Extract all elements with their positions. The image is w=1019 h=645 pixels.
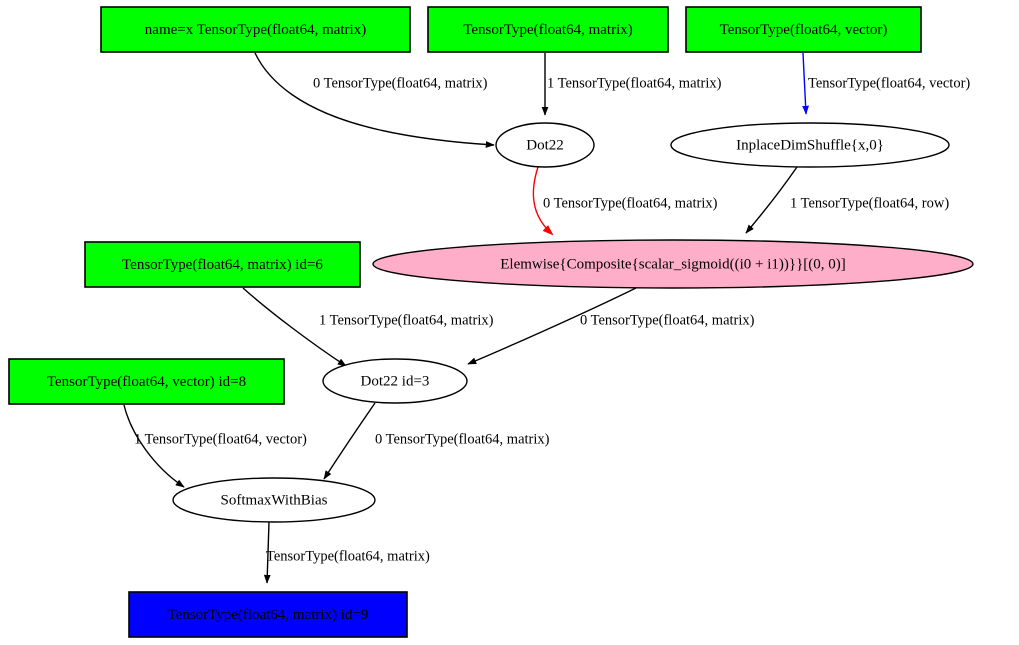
node-label: Elemwise{Composite{scalar_sigmoid((i0 + … xyxy=(500,256,846,272)
node-input-x[interactable]: name=x TensorType(float64, matrix) xyxy=(100,6,411,53)
edge-dot22-to-elemwise: 0 TensorType(float64, matrix) xyxy=(532,166,718,236)
node-label: SoftmaxWithBias xyxy=(221,492,328,508)
node-op-dot22-mid[interactable]: Dot22 id=3 xyxy=(322,358,468,404)
edge-label: TensorType(float64, matrix) xyxy=(266,548,430,564)
edge-softmax-to-output: TensorType(float64, matrix) xyxy=(263,521,430,584)
node-label: InplaceDimShuffle{x,0} xyxy=(736,137,884,153)
edge-label: 1 TensorType(float64, matrix) xyxy=(319,312,494,328)
edge-label: 0 TensorType(float64, matrix) xyxy=(313,75,488,91)
edge-label: 0 TensorType(float64, matrix) xyxy=(375,431,550,447)
node-op-elemwise-sigmoid[interactable]: Elemwise{Composite{scalar_sigmoid((i0 + … xyxy=(372,239,974,289)
node-label: Dot22 xyxy=(526,137,564,153)
edge-label: 0 TensorType(float64, matrix) xyxy=(580,312,755,328)
node-output-result[interactable]: TensorType(float64, matrix) id=9 xyxy=(128,591,408,638)
node-label: TensorType(float64, matrix) xyxy=(463,22,633,38)
node-label: name=x TensorType(float64, matrix) xyxy=(145,22,366,38)
edge-label: TensorType(float64, vector) xyxy=(808,75,970,91)
node-input-bias-1[interactable]: TensorType(float64, vector) xyxy=(685,6,922,53)
edge-label: 1 TensorType(float64, matrix) xyxy=(547,75,722,91)
node-label: TensorType(float64, matrix) id=9 xyxy=(168,607,369,623)
node-op-softmax-with-bias[interactable]: SoftmaxWithBias xyxy=(172,477,376,523)
node-op-inplace-dimshuffle[interactable]: InplaceDimShuffle{x,0} xyxy=(670,122,950,168)
edge-w2-to-dot22mid: 1 TensorType(float64, matrix) xyxy=(242,287,494,367)
node-input-weights-1[interactable]: TensorType(float64, matrix) xyxy=(427,6,669,53)
edge-label: 1 TensorType(float64, vector) xyxy=(134,431,307,447)
node-input-weights-2[interactable]: TensorType(float64, matrix) id=6 xyxy=(84,241,361,288)
node-label: TensorType(float64, matrix) id=6 xyxy=(122,257,323,273)
node-label: Dot22 id=3 xyxy=(361,373,430,389)
edge-label: 1 TensorType(float64, row) xyxy=(790,195,949,211)
edge-w1-to-dot22: 1 TensorType(float64, matrix) xyxy=(541,53,722,116)
node-label: TensorType(float64, vector) id=8 xyxy=(47,374,246,390)
edge-b1-to-dimshuffle: TensorType(float64, vector) xyxy=(802,52,970,115)
edge-label: 0 TensorType(float64, matrix) xyxy=(543,195,718,211)
node-layer: name=x TensorType(float64, matrix) Tenso… xyxy=(8,6,974,638)
edge-layer: 0 TensorType(float64, matrix) 1 TensorTy… xyxy=(123,52,970,584)
edge-b2-to-softmax: 1 TensorType(float64, vector) xyxy=(123,404,307,488)
edge-elemwise-to-dot22mid: 0 TensorType(float64, matrix) xyxy=(467,287,755,365)
edge-x-to-dot22: 0 TensorType(float64, matrix) xyxy=(254,52,495,148)
node-label: TensorType(float64, vector) xyxy=(720,22,888,38)
node-op-dot22-top[interactable]: Dot22 xyxy=(495,122,595,168)
edge-dot22mid-to-softmax: 0 TensorType(float64, matrix) xyxy=(323,402,550,480)
edge-dimshuffle-to-elemwise: 1 TensorType(float64, row) xyxy=(745,166,949,234)
node-input-bias-2[interactable]: TensorType(float64, vector) id=8 xyxy=(8,358,285,405)
